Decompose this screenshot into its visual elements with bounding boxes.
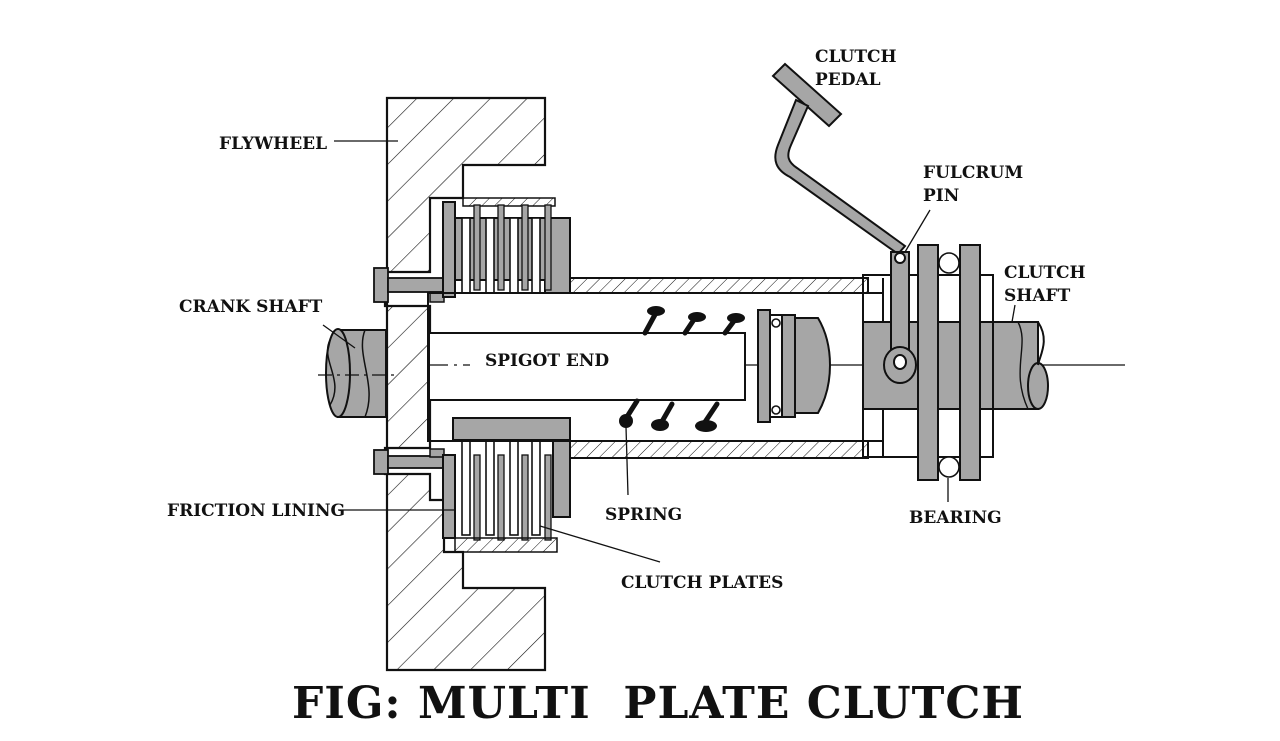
lower-clutch-plates [442,417,571,553]
clutch-shaft-label-line2: SHAFT [1004,286,1071,306]
springs [619,306,745,432]
figure-caption: FIG: MULTI PLATE CLUTCH [292,678,1024,729]
spring-housing [427,277,884,459]
clutch-pedal-label-line1: CLUTCH [815,47,897,67]
flywheel-section [383,96,547,672]
crank-shaft-label: CRANK SHAFT [179,297,323,317]
spring-label: SPRING [605,505,682,525]
bearing-label: BEARING [909,508,1002,528]
leader-lines [322,140,1016,563]
release-collar [757,309,831,423]
clutch-pedal-label-line2: PEDAL [815,70,881,90]
labels: CLUTCH PEDAL FLYWHEEL FULCRUM PIN CLUTCH… [167,47,1086,593]
crank-shaft [318,328,395,418]
fulcrum-pin-label-line2: PIN [923,186,959,206]
friction-lining-label: FRICTION LINING [167,501,345,521]
fulcrum-pin-label-line1: FULCRUM [923,163,1023,183]
bearing-assembly [862,244,994,481]
clutch-pedal [771,62,917,384]
clutch-shaft-label-line1: CLUTCH [1004,263,1086,283]
spigot-end-label: SPIGOT END [485,351,609,371]
clutch-plates-label: CLUTCH PLATES [621,573,783,593]
flywheel-label: FLYWHEEL [219,134,327,154]
upper-clutch-plates [442,197,571,298]
